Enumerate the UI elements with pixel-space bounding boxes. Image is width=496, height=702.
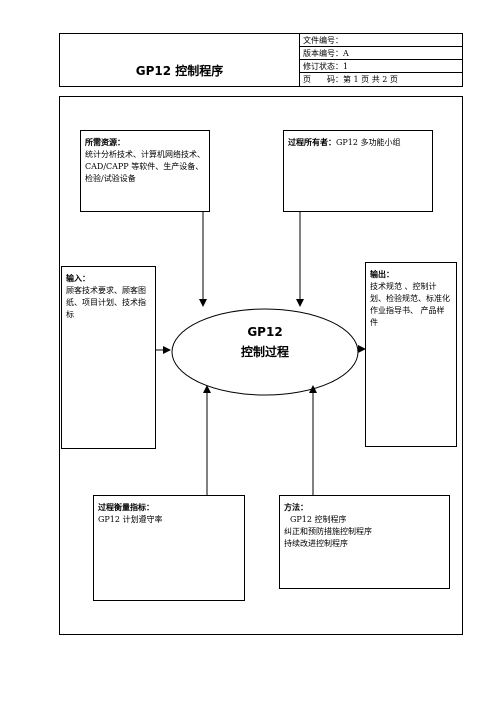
center-label: GP12 控制过程 (205, 322, 325, 362)
method-line-2: 纠正和预防措施控制程序 (284, 527, 372, 536)
metric-body: GP12 计划遵守率 (98, 515, 163, 524)
owner-body: GP12 多功能小组 (336, 138, 401, 147)
revision-status: 修订状态：1 (300, 60, 462, 73)
resources-body: 统计分析技术、计算机网络技术、CAD/CAPP 等软件、生产设备、检验/试验设备 (85, 150, 205, 183)
doc-number: 文件编号： (300, 34, 462, 47)
center-line-2: 控制过程 (240, 345, 289, 359)
method-title: 方法： (284, 503, 308, 512)
process-diagram-frame (59, 96, 463, 635)
input-body: 顾客技术要求、顾客图纸、项目计划、技术指标 (66, 286, 146, 319)
output-body: 技术规范 、控制计划、检验规范、标准化作业指导书、 产品样件 (370, 282, 450, 327)
page-info: 页 码：第 1 页 共 2 页 (303, 75, 398, 84)
center-line-1: GP12 (247, 325, 283, 339)
metric-title: 过程衡量指标： (98, 503, 154, 512)
method-line-3: 持续改进控制程序 (284, 539, 348, 548)
input-title: 输入： (66, 274, 90, 283)
resources-box: 所需资源： 统计分析技术、计算机网络技术、CAD/CAPP 等软件、生产设备、检… (80, 130, 210, 212)
document-title: GP12 控制程序 (60, 34, 300, 86)
output-title: 输出： (370, 270, 394, 279)
metric-box: 过程衡量指标： GP12 计划遵守率 (93, 495, 245, 601)
version-number: 版本编号：A (300, 47, 462, 60)
owner-title: 过程所有者： (288, 138, 336, 147)
input-box: 输入： 顾客技术要求、顾客图纸、项目计划、技术指标 (61, 266, 156, 449)
output-box: 输出： 技术规范 、控制计划、检验规范、标准化作业指导书、 产品样件 (365, 262, 457, 447)
resources-title: 所需资源： (85, 138, 125, 147)
method-box: 方法： GP12 控制程序 纠正和预防措施控制程序 持续改进控制程序 (279, 495, 450, 589)
header-table: GP12 控制程序 文件编号： 版本编号：A 修订状态：1 页 码：第 1 页 … (59, 33, 463, 87)
method-line-1: GP12 控制程序 (290, 515, 347, 524)
owner-box: 过程所有者：GP12 多功能小组 (283, 130, 433, 212)
